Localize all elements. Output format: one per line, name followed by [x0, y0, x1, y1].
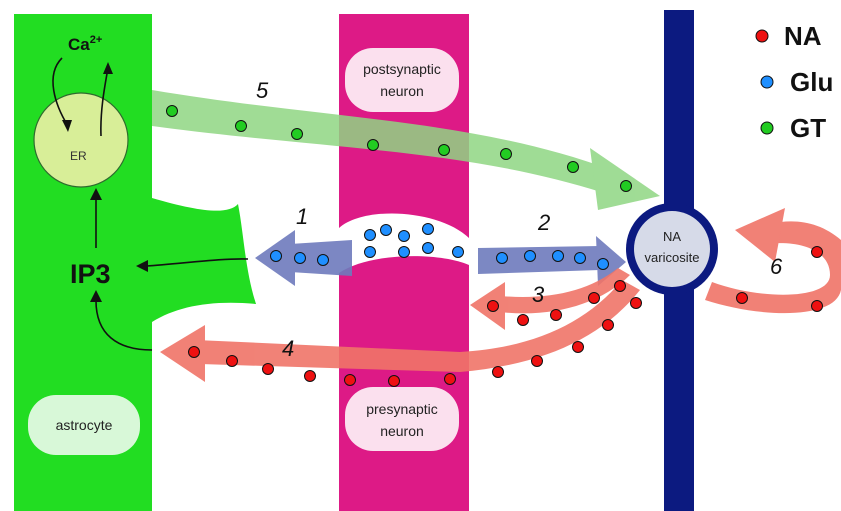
glu-dot	[270, 250, 282, 262]
na-dot	[531, 355, 543, 367]
er-organelle	[33, 92, 129, 188]
pathway-2-label: 2	[537, 210, 550, 235]
na-dot	[602, 319, 614, 331]
na-dot	[630, 297, 642, 309]
na-dot	[304, 370, 316, 382]
glu-to-ip3-arrow	[145, 258, 249, 267]
legend-gt-label: GT	[790, 113, 826, 143]
glu-dot	[574, 252, 586, 264]
ip3-label: IP3	[70, 259, 111, 289]
legend-glu-dot	[760, 75, 774, 89]
glu-dot	[597, 258, 609, 270]
postsynaptic-label-line1: postsynaptic	[363, 61, 441, 77]
na-dot	[487, 300, 499, 312]
ca-label: Ca2+	[68, 34, 102, 54]
glu-dot	[452, 246, 464, 258]
glu-dot	[524, 250, 536, 262]
glu-dot	[317, 254, 329, 266]
molecule-dots	[166, 105, 823, 387]
pathway-4-label: 4	[282, 336, 294, 361]
gt-dot	[438, 144, 450, 156]
astrocyte-label: astrocyte	[56, 417, 113, 433]
glu-dot	[552, 250, 564, 262]
legend-glu-label: Glu	[790, 67, 833, 97]
pathway-3-label: 3	[532, 282, 545, 307]
pathway-1-label: 1	[296, 204, 308, 229]
gt-dot	[367, 139, 379, 151]
na-dot	[811, 300, 823, 312]
pathway-5-arrow	[152, 90, 660, 210]
glu-dot	[364, 229, 376, 241]
na-dot	[614, 280, 626, 292]
gt-dot	[166, 105, 178, 117]
na-dot	[492, 366, 504, 378]
legend: NA Glu GT	[755, 21, 833, 143]
glu-dot	[496, 252, 508, 264]
presynaptic-label-line1: presynaptic	[366, 401, 438, 417]
varicosite-label-line2: varicosite	[645, 250, 700, 265]
na-dot	[550, 309, 562, 321]
na-dot	[811, 246, 823, 258]
glu-dot	[294, 252, 306, 264]
na-dot	[572, 341, 584, 353]
legend-na-dot	[755, 29, 769, 43]
na-dot	[226, 355, 238, 367]
na-dot	[444, 373, 456, 385]
gt-dot	[500, 148, 512, 160]
pathway-6-arrow	[705, 208, 841, 314]
presynaptic-label-box	[345, 387, 459, 451]
presynaptic-label-line2: neuron	[380, 423, 424, 439]
legend-gt-dot	[760, 121, 774, 135]
postsynaptic-label-box	[345, 48, 459, 112]
na-to-ip3-arrow	[95, 297, 153, 351]
pathway-2-arrow	[478, 236, 626, 286]
glu-dot	[398, 246, 410, 258]
glu-dot	[380, 224, 392, 236]
na-dot	[388, 375, 400, 387]
na-dot	[262, 363, 274, 375]
pathway-4-arrow	[160, 280, 640, 382]
glu-dot	[422, 242, 434, 254]
glu-dot	[398, 230, 410, 242]
postsynaptic-label-line2: neuron	[380, 83, 424, 99]
gt-dot	[235, 120, 247, 132]
gt-dot	[620, 180, 632, 192]
legend-na-label: NA	[784, 21, 822, 51]
varicosite-label-line1: NA	[663, 229, 681, 244]
na-dot	[344, 374, 356, 386]
astrocyte-label-box	[28, 395, 140, 455]
er-label: ER	[70, 149, 87, 163]
na-dot	[588, 292, 600, 304]
pathway-6-label: 6	[770, 254, 783, 279]
glu-dot	[422, 223, 434, 235]
gt-dot	[567, 161, 579, 173]
na-dot	[188, 346, 200, 358]
gt-dot	[291, 128, 303, 140]
na-dot	[736, 292, 748, 304]
na-dot	[517, 314, 529, 326]
pathway-5-label: 5	[256, 78, 269, 103]
glu-dot	[364, 246, 376, 258]
